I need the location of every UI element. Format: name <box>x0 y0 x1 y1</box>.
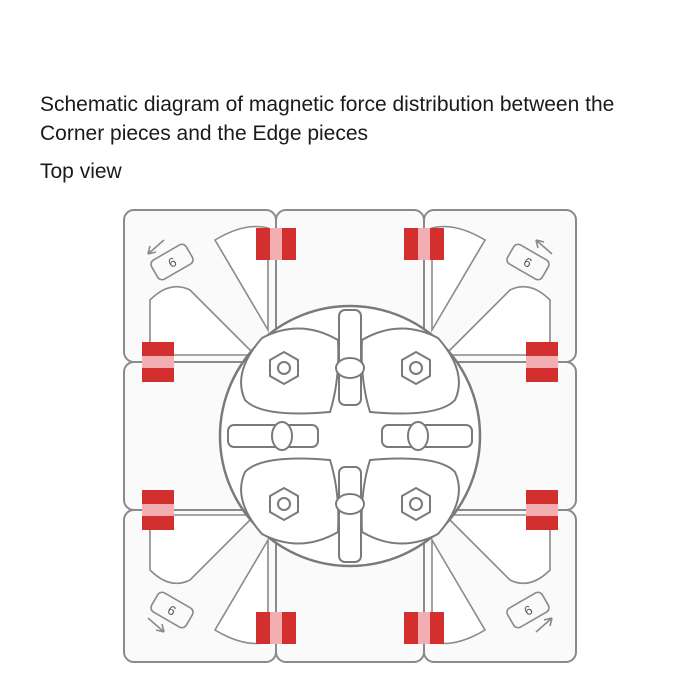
magnet-top-left <box>256 228 296 260</box>
wedge-bottom-right-b <box>443 514 551 585</box>
wedge-top-left-b <box>149 285 257 356</box>
magnet-right-top-seam <box>526 356 558 368</box>
arrow-icon-top-left <box>147 239 165 255</box>
magnet-left-top <box>142 342 174 382</box>
magnets <box>142 228 558 644</box>
magnet-bottom-left <box>256 612 296 644</box>
core-knob-bottom <box>335 493 365 515</box>
magnet-bottom-right <box>404 612 444 644</box>
core-nut-bottom-left-center <box>277 497 291 511</box>
magnet-left-bottom <box>142 490 174 530</box>
core-nut-top-left-center <box>277 361 291 375</box>
arrow-icon-bottom-left <box>147 617 165 633</box>
magnet-right-top <box>526 342 558 382</box>
magnet-right-bottom-seam <box>526 504 558 516</box>
wedge-top-right-b <box>443 285 551 356</box>
core-nut-bottom-right-center <box>409 497 423 511</box>
core-knob-right <box>407 421 429 451</box>
diagram-subtitle: Top view <box>40 160 122 183</box>
diagram-title: Schematic diagram of magnetic force dist… <box>40 93 615 145</box>
magnet-left-top-seam <box>142 356 174 368</box>
core-knob-left <box>271 421 293 451</box>
wedge-bottom-left-b <box>149 514 257 585</box>
core-nut-top-right-center <box>409 361 423 375</box>
magnet-top-right-seam <box>418 228 430 260</box>
magnet-top-right <box>404 228 444 260</box>
magnet-left-bottom-seam <box>142 504 174 516</box>
magnet-top-left-seam <box>270 228 282 260</box>
arrow-icon-top-right <box>535 239 553 255</box>
core-mechanism <box>218 304 482 568</box>
arrow-icon-bottom-right <box>535 617 553 633</box>
magnet-right-bottom <box>526 490 558 530</box>
core-knob-top <box>335 357 365 379</box>
magnet-bottom-left-seam <box>270 612 282 644</box>
magnet-bottom-right-seam <box>418 612 430 644</box>
